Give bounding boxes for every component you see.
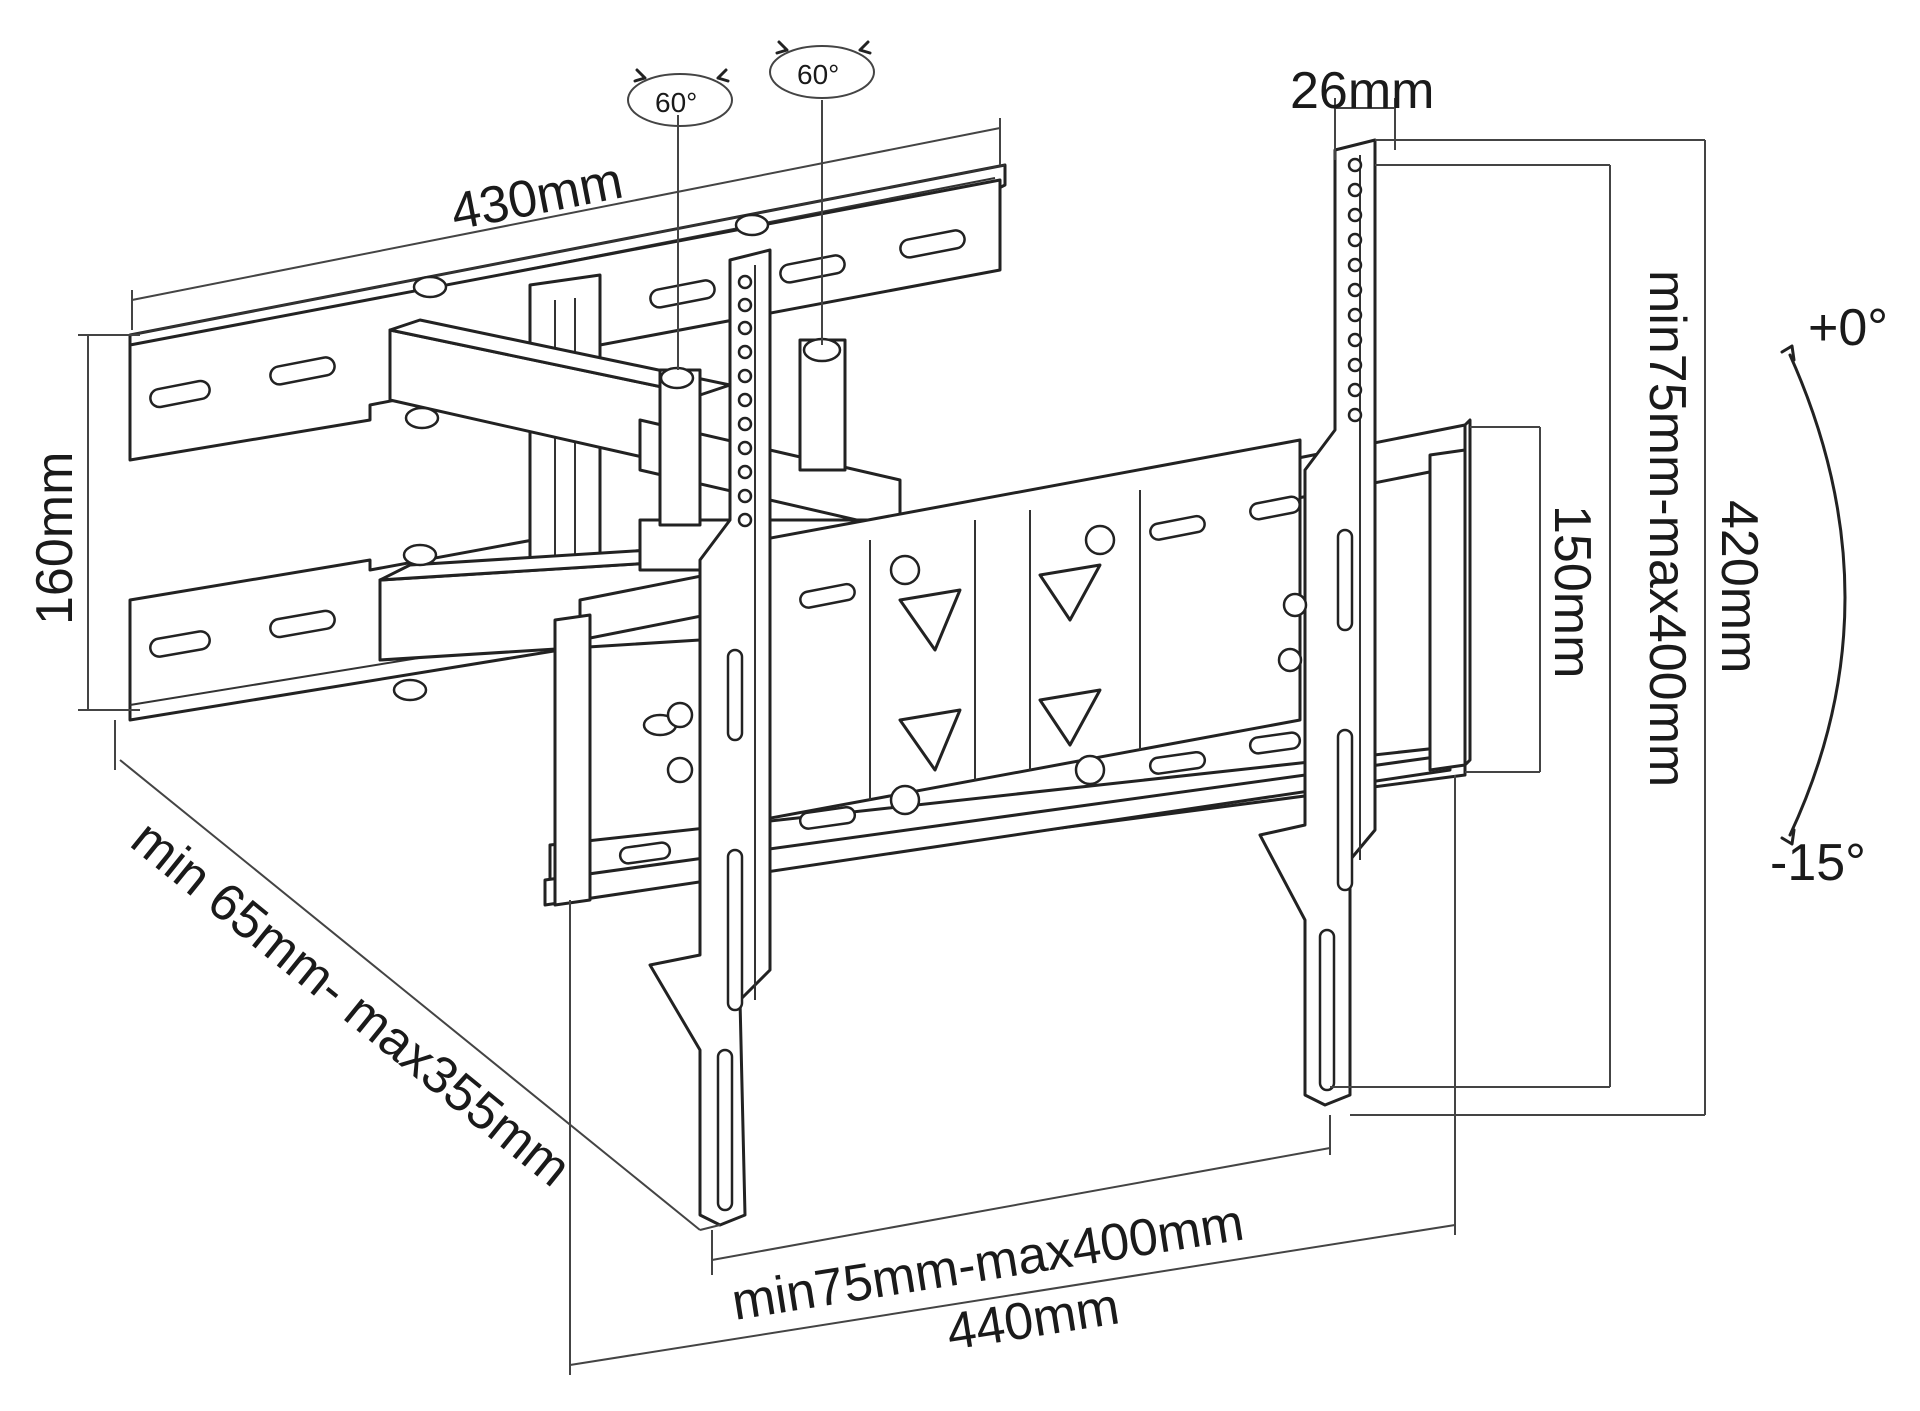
arrow-down-icon: [1780, 828, 1796, 846]
label-tilt-down: -15°: [1770, 834, 1866, 892]
tv-frame: [543, 418, 1472, 907]
bolt-icon: [412, 275, 448, 299]
label-total-height: 420mm: [1710, 500, 1768, 673]
right-bracket-holes: [1347, 157, 1363, 423]
swivel-indicator-left: [627, 68, 733, 127]
upper-rail-slots: [149, 229, 966, 409]
bolt-icon: [402, 543, 438, 567]
label-tilt-up: +0°: [1808, 299, 1888, 357]
right-vertical-bracket: [1258, 138, 1377, 1107]
tilt-indicator: [1780, 344, 1847, 846]
bolt-icon: [404, 406, 440, 430]
label-swivel-right: 60°: [797, 59, 839, 90]
left-bracket-holes: [737, 274, 753, 528]
arrow-icon: [775, 40, 789, 55]
label-top-width: 430mm: [446, 152, 627, 242]
bolt-icon: [659, 366, 695, 390]
dimension-lines: [78, 98, 1706, 1375]
arrow-icon: [716, 68, 730, 83]
left-vertical-bracket: [648, 248, 772, 1227]
arrow-icon: [858, 40, 872, 55]
swivel-indicator-right: [769, 40, 875, 99]
lower-rail-slots: [149, 609, 336, 658]
bolt-icon: [392, 678, 428, 702]
label-extension: min 65mm- max355mm: [120, 809, 581, 1198]
label-vesa-vertical: min75mm-max400mm: [1638, 270, 1696, 787]
arrow-icon: [633, 68, 647, 83]
arrow-up-icon: [1780, 344, 1796, 362]
label-swivel-left: 60°: [655, 87, 697, 118]
label-plate-bar-width: 26mm: [1290, 62, 1434, 120]
bolt-icon: [734, 213, 770, 237]
label-vertical-spacing: 150mm: [1543, 505, 1601, 678]
label-left-height: 160mm: [26, 452, 84, 625]
